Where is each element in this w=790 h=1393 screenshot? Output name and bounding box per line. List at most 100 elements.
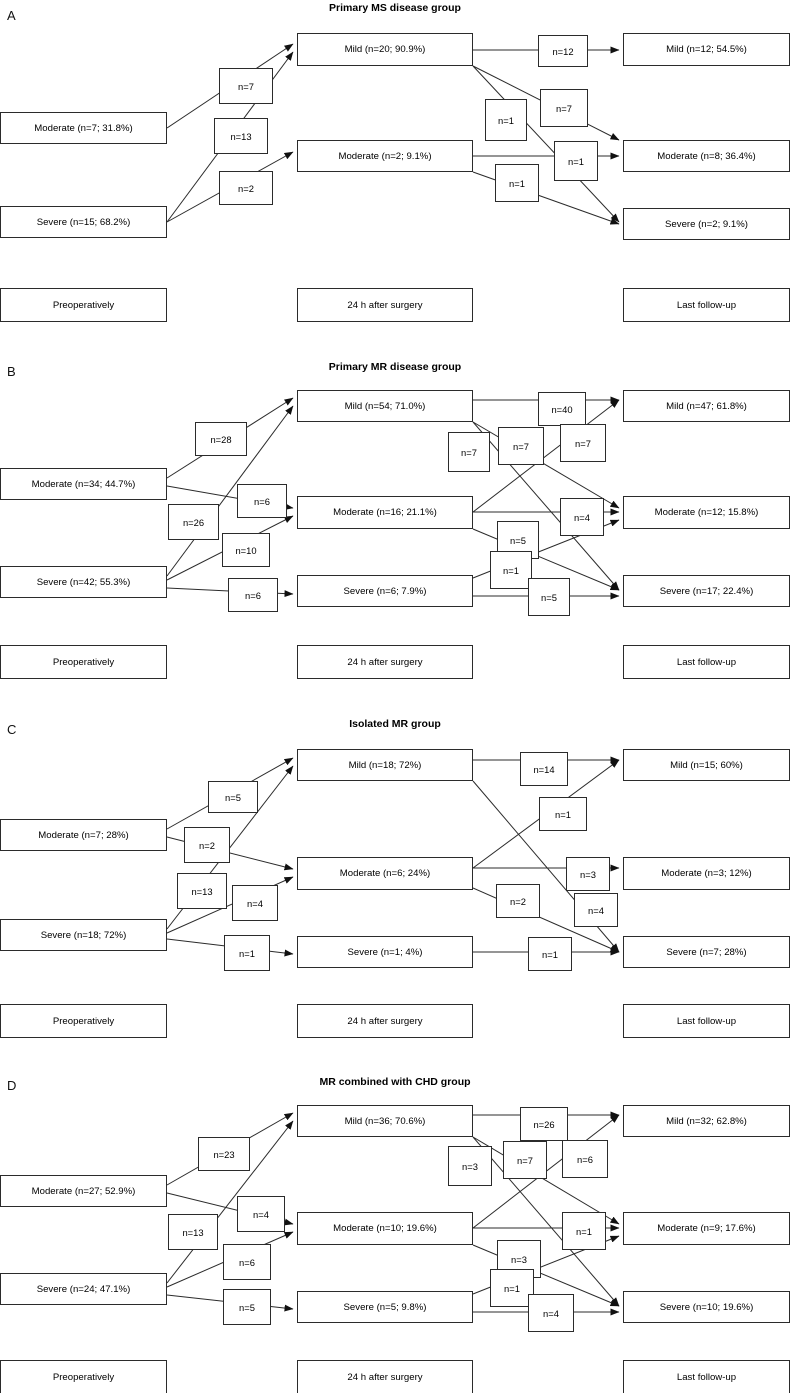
- transition-count-box: n=26: [168, 504, 219, 540]
- transition-count-box: n=7: [498, 427, 544, 465]
- transition-count-box: n=1: [539, 797, 587, 831]
- transition-count-box: n=10: [222, 533, 270, 567]
- preop-node: Moderate (n=7; 28%): [0, 819, 167, 851]
- preop-node: Moderate (n=27; 52.9%): [0, 1175, 167, 1207]
- followup-node: Severe (n=2; 9.1%): [623, 208, 790, 240]
- transition-count-box: n=5: [208, 781, 258, 813]
- preop-node: Severe (n=42; 55.3%): [0, 566, 167, 598]
- transition-count-box: n=6: [237, 484, 287, 518]
- post24-node: Mild (n=36; 70.6%): [297, 1105, 473, 1137]
- transition-count-box: n=1: [528, 937, 572, 971]
- transition-count-box: n=5: [528, 578, 570, 616]
- preop-node: Severe (n=18; 72%): [0, 919, 167, 951]
- transition-count-box: n=1: [562, 1212, 606, 1250]
- transition-count-box: n=5: [223, 1289, 271, 1325]
- panel-title-a: Primary MS disease group: [329, 2, 461, 14]
- transition-count-box: n=1: [224, 935, 270, 971]
- transition-count-box: n=2: [219, 171, 273, 205]
- flow-arrow: [472, 421, 620, 591]
- stage-label-preop: Preoperatively: [0, 288, 167, 322]
- panel-letter-b: B: [7, 364, 16, 379]
- transition-count-box: n=4: [232, 885, 278, 921]
- panel-title-c: Isolated MR group: [349, 718, 441, 730]
- stage-label-preop: Preoperatively: [0, 645, 167, 679]
- transition-count-box: n=7: [560, 424, 606, 462]
- stage-label-post24: 24 h after surgery: [297, 288, 473, 322]
- transition-count-box: n=6: [228, 578, 278, 612]
- post24-node: Moderate (n=10; 19.6%): [297, 1212, 473, 1245]
- stage-label-preop: Preoperatively: [0, 1004, 167, 1038]
- transition-count-box: n=12: [538, 35, 588, 67]
- transition-count-box: n=28: [195, 422, 247, 456]
- stage-label-preop: Preoperatively: [0, 1360, 167, 1393]
- followup-node: Moderate (n=12; 15.8%): [623, 496, 790, 529]
- followup-node: Severe (n=7; 28%): [623, 936, 790, 968]
- stage-label-followup: Last follow-up: [623, 1360, 790, 1393]
- stage-label-followup: Last follow-up: [623, 288, 790, 322]
- stage-label-post24: 24 h after surgery: [297, 645, 473, 679]
- transition-count-box: n=2: [496, 884, 540, 918]
- transition-count-box: n=7: [448, 432, 490, 472]
- transition-count-box: n=23: [198, 1137, 250, 1171]
- transition-count-box: n=1: [495, 164, 539, 202]
- flow-arrow: [472, 421, 620, 509]
- transition-count-box: n=1: [490, 1269, 534, 1307]
- transition-count-box: n=3: [448, 1146, 492, 1186]
- transition-count-box: n=7: [503, 1141, 547, 1179]
- transition-count-box: n=6: [223, 1244, 271, 1280]
- panel-title-d: MR combined with CHD group: [319, 1076, 471, 1088]
- transition-count-box: n=2: [184, 827, 230, 863]
- preop-node: Moderate (n=7; 31.8%): [0, 112, 167, 144]
- post24-node: Moderate (n=6; 24%): [297, 857, 473, 890]
- transition-count-box: n=4: [574, 893, 618, 927]
- transition-count-box: n=4: [528, 1294, 574, 1332]
- post24-node: Severe (n=5; 9.8%): [297, 1291, 473, 1323]
- post24-node: Mild (n=18; 72%): [297, 749, 473, 781]
- transition-count-box: n=40: [538, 392, 586, 426]
- transition-count-box: n=26: [520, 1107, 568, 1141]
- transition-count-box: n=7: [540, 89, 588, 127]
- followup-node: Severe (n=10; 19.6%): [623, 1291, 790, 1323]
- post24-node: Moderate (n=2; 9.1%): [297, 140, 473, 172]
- panel-letter-c: C: [7, 722, 17, 737]
- panel-letter-a: A: [7, 8, 16, 23]
- followup-node: Mild (n=15; 60%): [623, 749, 790, 781]
- flow-arrow: [472, 399, 620, 513]
- stage-label-post24: 24 h after surgery: [297, 1360, 473, 1393]
- stage-label-post24: 24 h after surgery: [297, 1004, 473, 1038]
- stage-label-followup: Last follow-up: [623, 645, 790, 679]
- post24-node: Moderate (n=16; 21.1%): [297, 496, 473, 529]
- followup-node: Mild (n=32; 62.8%): [623, 1105, 790, 1137]
- preop-node: Moderate (n=34; 44.7%): [0, 468, 167, 500]
- preop-node: Severe (n=15; 68.2%): [0, 206, 167, 238]
- followup-node: Severe (n=17; 22.4%): [623, 575, 790, 607]
- followup-node: Moderate (n=3; 12%): [623, 857, 790, 890]
- post24-node: Mild (n=20; 90.9%): [297, 33, 473, 66]
- preop-node: Severe (n=24; 47.1%): [0, 1273, 167, 1305]
- post24-node: Severe (n=6; 7.9%): [297, 575, 473, 607]
- transition-count-box: n=13: [214, 118, 268, 154]
- transition-count-box: n=14: [520, 752, 568, 786]
- transition-count-box: n=13: [177, 873, 227, 909]
- followup-node: Moderate (n=8; 36.4%): [623, 140, 790, 172]
- panel-letter-d: D: [7, 1078, 17, 1093]
- followup-node: Mild (n=12; 54.5%): [623, 33, 790, 66]
- stage-label-followup: Last follow-up: [623, 1004, 790, 1038]
- transition-count-box: n=13: [168, 1214, 218, 1250]
- flow-arrow: [472, 1136, 620, 1307]
- post24-node: Mild (n=54; 71.0%): [297, 390, 473, 422]
- followup-node: Mild (n=47; 61.8%): [623, 390, 790, 422]
- flow-arrow: [166, 1120, 294, 1284]
- transition-count-box: n=3: [566, 857, 610, 891]
- transition-count-box: n=1: [554, 141, 598, 181]
- panel-title-b: Primary MR disease group: [328, 361, 462, 373]
- transition-count-box: n=1: [490, 551, 532, 589]
- post24-node: Severe (n=1; 4%): [297, 936, 473, 968]
- flow-arrow: [472, 65, 620, 223]
- transition-count-box: n=6: [562, 1140, 608, 1178]
- flow-arrow: [472, 1136, 620, 1225]
- transition-count-box: n=4: [237, 1196, 285, 1232]
- transition-count-box: n=4: [560, 498, 604, 536]
- followup-node: Moderate (n=9; 17.6%): [623, 1212, 790, 1245]
